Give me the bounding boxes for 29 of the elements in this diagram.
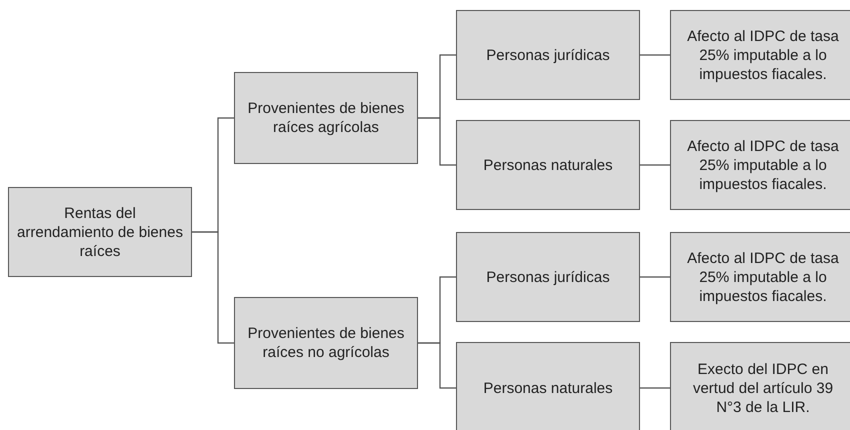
box-text: Provenientes de bienes raíces no agrícolas — [246, 324, 406, 362]
box-text: Provenientes de bienes raíces agrícolas — [246, 99, 406, 137]
process-box — [8, 187, 192, 277]
box-text: Personas naturales — [483, 156, 613, 174]
connector-line — [192, 231, 234, 344]
process-box — [456, 10, 640, 100]
connector-line — [640, 387, 670, 389]
process-box — [234, 72, 418, 164]
process-box — [456, 342, 640, 430]
process-box — [670, 232, 850, 322]
box-text: Personas naturales — [483, 378, 613, 398]
process-box — [456, 120, 640, 210]
box-text: Personas jurídicas — [486, 46, 610, 64]
box-text: Afecto al IDPC de tasa 25% imputable a lo impuestos fiacales. — [686, 248, 840, 306]
box-text: Rentas del arrendamiento de bienes raíces — [17, 204, 183, 260]
connector-line — [640, 164, 670, 166]
box-text: Afecto al IDPC de tasa 25% imputable a lo impuestos fiacales. — [686, 26, 840, 84]
process-box — [670, 120, 850, 210]
connector-line — [418, 342, 456, 389]
connector-line — [418, 117, 456, 166]
process-box — [456, 232, 640, 322]
process-box — [670, 10, 850, 100]
connector-line — [640, 276, 670, 278]
process-box — [234, 297, 418, 389]
box-text: Personas jurídicas — [486, 268, 610, 286]
connector-line — [640, 54, 670, 56]
box-text: Execto del IDPC en vertud del artículo 39 N°3 de la LIR. — [692, 360, 834, 416]
box-text: Afecto al IDPC de tasa 25% imputable a lo impuestos fiacales. — [686, 136, 840, 194]
process-box — [670, 342, 850, 430]
